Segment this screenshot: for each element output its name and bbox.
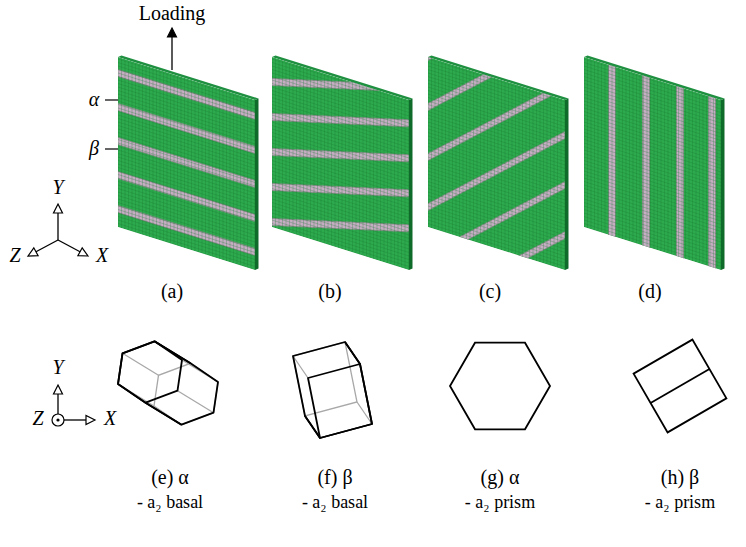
beta-lamella	[418, 0, 575, 66]
plate-top-face	[584, 56, 725, 101]
middle-edge	[651, 369, 710, 403]
mesh	[118, 57, 255, 270]
panel-label: (a)	[161, 280, 183, 303]
leader-line	[105, 99, 118, 100]
crystal-face	[308, 364, 372, 438]
crystal-outline	[118, 341, 218, 424]
axis-label: X	[104, 407, 116, 430]
prism-hexagon	[450, 343, 550, 430]
panel-label: (d)	[638, 280, 661, 303]
plate-top-face	[272, 56, 413, 101]
phase-label: β	[89, 137, 99, 160]
plate-group	[584, 57, 721, 273]
axis-label: Y	[52, 356, 63, 379]
prism-square	[634, 340, 727, 433]
panel-subtitle: - a₂ basal	[302, 492, 368, 513]
plate-top-face	[118, 56, 259, 101]
plate-thickness	[255, 99, 259, 271]
z-out-dot	[56, 418, 59, 421]
plate-group	[262, 57, 419, 270]
beta-lamella	[418, 226, 575, 315]
arrow-head	[78, 248, 88, 256]
arrow-head	[86, 416, 95, 425]
plate-group	[418, 0, 575, 316]
plate-group	[108, 57, 265, 270]
plate-thickness	[721, 99, 725, 271]
axis-line	[171, 36, 172, 70]
panel-label: (g) α	[481, 466, 520, 489]
axis-line	[58, 240, 81, 252]
beta-lamella	[418, 26, 575, 116]
beta-lamella	[262, 78, 419, 92]
axis-line	[57, 212, 58, 240]
panel-label: (e) α	[151, 466, 189, 489]
hidden-edge	[122, 353, 158, 375]
crystal-outline	[293, 342, 372, 438]
panel-label: (c)	[479, 280, 501, 303]
hidden-edge	[178, 391, 214, 413]
panel-subtitle: - a₂ prism	[465, 492, 535, 513]
alpha-plate	[584, 57, 721, 270]
mesh	[584, 57, 721, 270]
mesh	[272, 57, 409, 270]
crystal-face	[118, 341, 182, 402]
alpha-plate	[428, 57, 565, 270]
axis-label: X	[96, 244, 108, 267]
leader-line	[105, 148, 118, 149]
panel-label: (f) β	[317, 466, 352, 489]
beta-lamella	[418, 176, 575, 265]
arrow-head	[54, 204, 63, 213]
panel-label: (b)	[318, 280, 341, 303]
panel-subtitle: - a₂ basal	[137, 492, 203, 513]
loading-label: Loading	[139, 2, 206, 25]
plate-thickness	[565, 99, 569, 271]
axis-label: Z	[9, 244, 20, 267]
axis-label: Z	[32, 407, 43, 430]
panel-label: (h) β	[661, 466, 700, 489]
plate-thickness	[409, 99, 413, 271]
axis-label: Y	[52, 176, 63, 199]
beta-lamella	[418, 76, 575, 166]
panel-subtitle: - a₂ prism	[645, 492, 715, 513]
z-out-symbol	[52, 414, 64, 426]
arrow-head	[168, 28, 177, 37]
mesh	[428, 57, 565, 270]
plate-top-face	[428, 56, 569, 101]
phase-label: α	[89, 88, 100, 111]
axis-line	[35, 240, 58, 252]
arrow-head	[28, 248, 38, 256]
arrow-head	[54, 385, 63, 394]
